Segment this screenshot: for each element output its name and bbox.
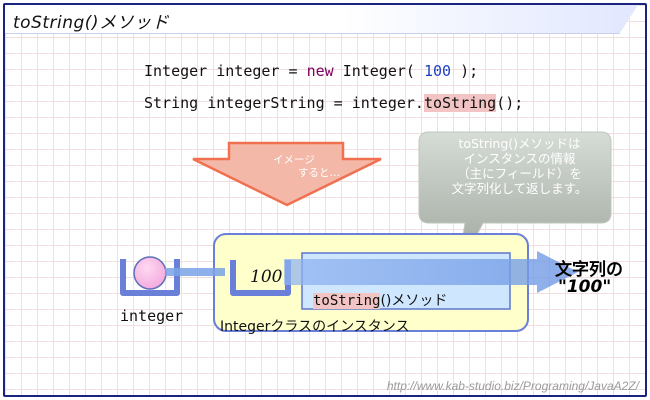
code-line-1: Integer integer = new Integer( 100 ); [144, 62, 478, 80]
field-value: 100 [250, 267, 283, 287]
code-end: ); [460, 62, 479, 80]
code-method-highlight: toString [423, 94, 497, 112]
reference-line [165, 268, 225, 276]
code-var: integer [216, 62, 280, 80]
variable-label: integer [120, 307, 184, 325]
code-object: integer. [351, 94, 424, 112]
instance-label: Integerクラスのインスタンス [220, 319, 410, 335]
page-title: toString()メソッド [13, 13, 170, 33]
callout-line: toString()メソッドは [458, 136, 581, 151]
method-suffix: ()メソッド [380, 293, 448, 309]
method-label: toString()メソッド [313, 290, 447, 310]
code-number: 100 [423, 62, 452, 80]
callout-line: インスタンスの情報 [463, 151, 576, 166]
method-name-highlight: toString [313, 293, 381, 309]
code-type: String [144, 94, 199, 112]
reference-ball [133, 256, 167, 290]
title-bar: toString()メソッド [5, 5, 638, 34]
code-line-2: String integerString = integer.toString(… [144, 94, 523, 112]
callout-line: （主にフィールド）を [457, 166, 582, 181]
code-end: (); [496, 94, 524, 112]
code-eq: = [288, 62, 298, 80]
arrow-label-line1: イメージ [273, 154, 315, 166]
image-arrow [192, 141, 382, 207]
code-var: integerString [207, 94, 325, 112]
code-type: Integer( [342, 62, 415, 80]
flow-arrow [284, 251, 578, 293]
footer-url[interactable]: http://www.kab-studio.biz/Programing/Jav… [386, 379, 639, 393]
arrow-label-line2: すると… [298, 167, 340, 179]
diagram-frame: toString()メソッド Integer integer = new Int… [3, 3, 647, 397]
diagram-graphics [120, 131, 612, 332]
result-label-line1: 文字列の [555, 260, 623, 280]
result-label-line2: "100" [558, 277, 612, 297]
code-eq: = [333, 94, 343, 112]
code-keyword-new: new [306, 62, 334, 80]
callout-line: 文字列化して返します。 [451, 181, 588, 196]
code-type: Integer [144, 62, 208, 80]
callout-text: toString()メソッドは インスタンスの情報 （主にフィールド）を 文字列… [427, 136, 612, 196]
